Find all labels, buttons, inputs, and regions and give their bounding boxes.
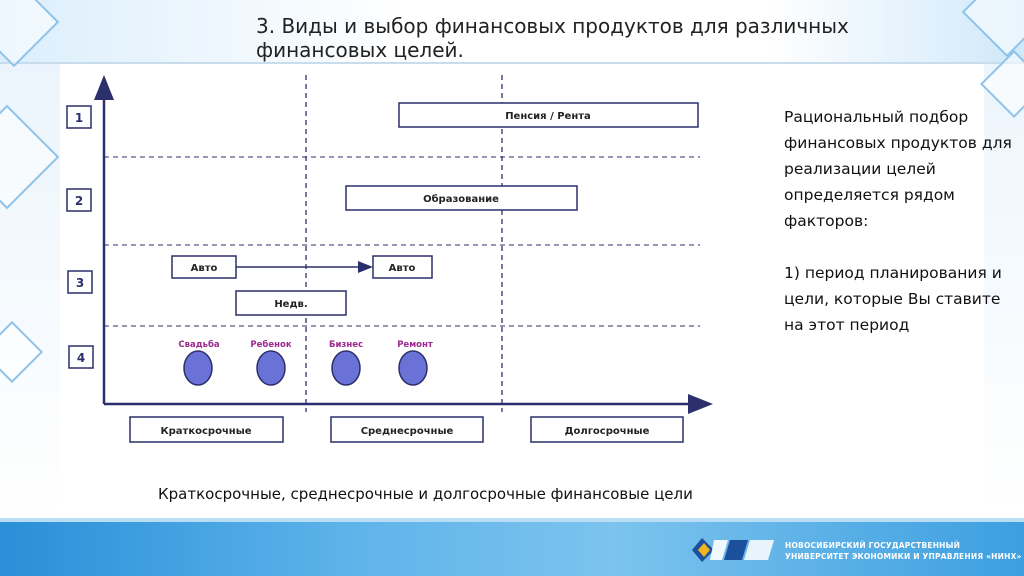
wedding-label: Свадьба	[178, 339, 220, 350]
realty-bar-label: Недв.	[274, 299, 307, 310]
product-bars: Пенсия / Рента Образование Авто Авто Нед…	[171, 102, 699, 316]
short-term-box	[129, 416, 284, 443]
auto-short-label: Авто	[191, 263, 218, 274]
university-name-line1: НОВОСИБИРСКИЙ ГОСУДАРСТВЕННЫЙ	[785, 541, 961, 550]
level-3-label: 3	[76, 276, 84, 290]
diagram-caption: Краткосрочные, среднесрочные и долгосроч…	[158, 485, 693, 503]
child-label: Ребенок	[250, 339, 291, 350]
medium-term-box	[330, 416, 484, 443]
left-background	[0, 0, 60, 520]
header-band	[0, 0, 1024, 64]
level-2-label: 2	[75, 194, 83, 208]
repair-label: Ремонт	[397, 340, 433, 350]
level-1-label: 1	[75, 111, 83, 125]
repair-goal	[398, 350, 428, 386]
long-term-box	[530, 416, 684, 443]
education-bar	[345, 185, 578, 211]
slide-title: 3. Виды и выбор финансовых продуктов для…	[256, 14, 849, 62]
wedding-goal	[183, 350, 213, 386]
level-boxes: 1 2 3 4	[66, 105, 94, 369]
auto-mid-label: Авто	[389, 263, 416, 274]
footer-stripe	[0, 518, 1024, 522]
business-label: Бизнес	[329, 340, 363, 350]
business-goal	[331, 350, 361, 386]
pension-bar-label: Пенсия / Рента	[505, 111, 591, 122]
medium-term-label: Среднесрочные	[361, 426, 454, 437]
short-goals: Свадьба Ребенок Бизнес Ремонт	[178, 339, 433, 386]
education-bar-label: Образование	[423, 193, 499, 205]
level-4-label: 4	[77, 351, 85, 365]
grid-lines	[104, 75, 700, 412]
realty-bar	[235, 290, 347, 316]
side-explanation: Рациональный подбор финансовых продуктов…	[784, 104, 1014, 338]
side-paragraph-2: 1) период планирования и цели, которые В…	[784, 264, 1002, 334]
university-logo-icon	[692, 538, 774, 562]
short-term-label: Краткосрочные	[160, 426, 251, 437]
university-name: НОВОСИБИРСКИЙ ГОСУДАРСТВЕННЫЙ УНИВЕРСИТЕ…	[785, 540, 1022, 562]
long-term-label: Долгосрочные	[565, 426, 650, 437]
auto-mid-bar	[372, 255, 433, 279]
footer-bar: НОВОСИБИРСКИЙ ГОСУДАРСТВЕННЫЙ УНИВЕРСИТЕ…	[0, 518, 1024, 576]
university-name-line2: УНИВЕРСИТЕТ ЭКОНОМИКИ И УПРАВЛЕНИЯ «НИНХ…	[785, 552, 1022, 561]
term-labels: Краткосрочные Среднесрочные Долгосрочные	[129, 416, 684, 443]
pension-bar	[398, 102, 699, 128]
side-paragraph-1: Рациональный подбор финансовых продуктов…	[784, 108, 1012, 230]
child-goal	[256, 350, 286, 386]
